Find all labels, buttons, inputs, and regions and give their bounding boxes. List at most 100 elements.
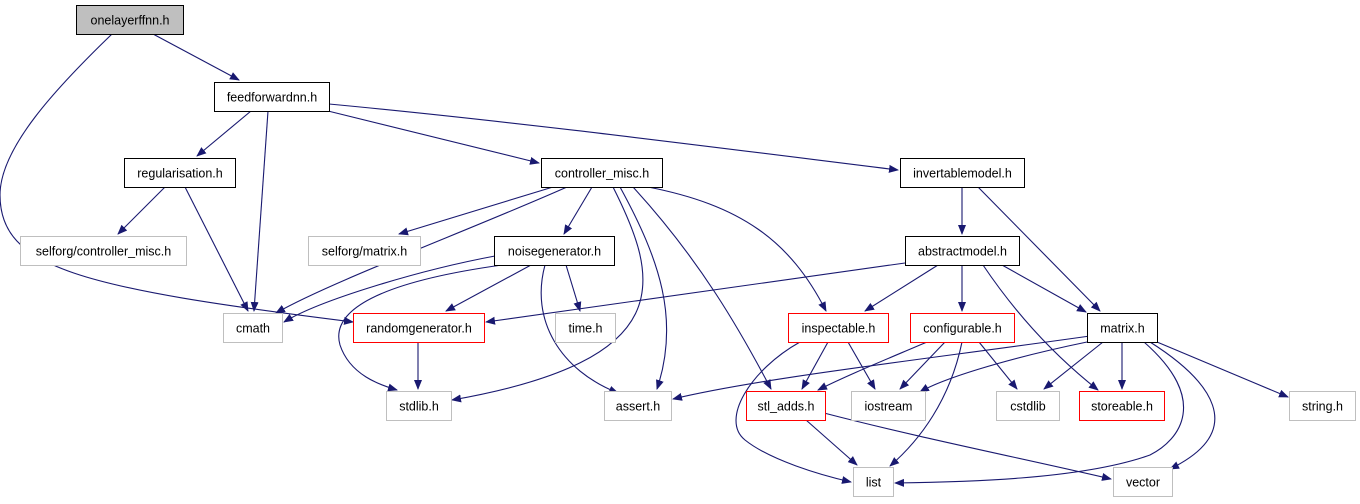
node-controller_misc[interactable]: controller_misc.h — [541, 158, 663, 188]
node-box-controller_misc — [541, 158, 663, 188]
node-label-inspectable: inspectable.h — [802, 322, 876, 336]
dependency-edge-controller_misc-to-noisegenerator — [563, 186, 593, 235]
node-time: time.h — [555, 313, 616, 343]
dependency-edge-abstractmodel-to-randomgenerator — [485, 262, 906, 325]
node-label-onelayerffnn: onelayerffnn.h — [91, 14, 170, 28]
node-label-time: time.h — [568, 322, 602, 336]
node-box-assert — [604, 391, 672, 421]
dependency-edge-inspectable-to-list — [735, 341, 852, 484]
node-selforg_controller_misc: selforg/controller_misc.h — [20, 236, 187, 266]
node-label-randomgenerator: randomgenerator.h — [366, 322, 472, 336]
node-abstractmodel[interactable]: abstractmodel.h — [905, 236, 1020, 266]
node-box-time — [555, 313, 616, 343]
node-box-feedforwardnn — [214, 82, 330, 112]
dependency-edge-controller_misc-to-selforg_matrix — [398, 186, 554, 236]
dependency-edge-inspectable-to-stl_adds — [801, 341, 829, 390]
node-regularisation[interactable]: regularisation.h — [124, 158, 236, 188]
dependency-edge-feedforwardnn-to-invertablemodel — [328, 103, 899, 173]
dependency-edge-feedforwardnn-to-cmath — [250, 110, 269, 312]
node-vector: vector — [1113, 467, 1173, 497]
node-box-storeable — [1079, 391, 1165, 421]
node-iostream: iostream — [851, 391, 926, 421]
node-onelayerffnn[interactable]: onelayerffnn.h — [76, 5, 184, 35]
node-feedforwardnn[interactable]: feedforwardnn.h — [214, 82, 330, 112]
dependency-edge-matrix-to-iostream — [919, 341, 1088, 393]
node-box-list — [853, 467, 894, 497]
node-noisegenerator[interactable]: noisegenerator.h — [494, 236, 615, 266]
node-label-noisegenerator: noisegenerator.h — [508, 245, 601, 259]
node-box-stl_adds — [746, 391, 826, 421]
node-label-regularisation: regularisation.h — [137, 167, 223, 181]
dependency-edge-matrix-to-cstdlib — [1043, 341, 1104, 390]
node-box-selforg_matrix — [308, 236, 421, 266]
node-box-onelayerffnn — [76, 5, 184, 35]
dependency-edge-regularisation-to-selforg_controller_misc — [117, 186, 166, 235]
node-label-stl_adds: stl_adds.h — [758, 400, 815, 414]
node-label-selforg_controller_misc: selforg/controller_misc.h — [36, 245, 172, 259]
dependency-edge-abstractmodel-to-storeable — [982, 264, 1099, 391]
node-label-matrix: matrix.h — [1100, 322, 1145, 336]
dependency-edge-controller_misc-to-stl_adds — [632, 186, 772, 390]
dependency-edge-controller_misc-to-inspectable — [647, 186, 827, 312]
node-label-stdlib: stdlib.h — [399, 400, 439, 414]
dependency-edge-inspectable-to-iostream — [847, 341, 876, 390]
dependency-edge-abstractmodel-to-inspectable — [864, 264, 939, 312]
node-box-noisegenerator — [494, 236, 615, 266]
node-box-abstractmodel — [905, 236, 1020, 266]
node-box-cstdlib — [996, 391, 1060, 421]
node-cmath: cmath — [223, 313, 283, 343]
dependency-edge-matrix-to-vector — [1149, 341, 1216, 470]
dependency-edge-matrix-to-list — [894, 341, 1185, 487]
node-label-abstractmodel: abstractmodel.h — [918, 245, 1007, 259]
dependency-edge-feedforwardnn-to-regularisation — [196, 110, 252, 157]
node-randomgenerator[interactable]: randomgenerator.h — [353, 313, 485, 343]
dependency-edge-matrix-to-string — [1156, 341, 1289, 398]
node-label-storeable: storeable.h — [1091, 400, 1153, 414]
dependency-edge-stl_adds-to-list — [805, 419, 858, 466]
node-label-cmath: cmath — [236, 322, 270, 336]
node-box-vector — [1113, 467, 1173, 497]
node-label-controller_misc: controller_misc.h — [555, 167, 650, 181]
node-label-list: list — [866, 476, 882, 490]
node-matrix[interactable]: matrix.h — [1087, 313, 1158, 343]
dependency-edge-configurable-to-iostream — [899, 341, 946, 390]
node-label-configurable: configurable.h — [923, 322, 1002, 336]
node-box-randomgenerator — [353, 313, 485, 343]
dependency-edge-abstractmodel-to-matrix — [1001, 264, 1087, 313]
node-box-cmath — [223, 313, 283, 343]
node-label-string: string.h — [1302, 400, 1343, 414]
node-selforg_matrix: selforg/matrix.h — [308, 236, 421, 266]
node-invertablemodel[interactable]: invertablemodel.h — [900, 158, 1025, 188]
node-box-string — [1289, 391, 1356, 421]
node-label-vector: vector — [1126, 476, 1160, 490]
dependency-edge-noisegenerator-to-cmath — [283, 255, 496, 323]
node-box-configurable — [910, 313, 1015, 343]
dependency-edge-configurable-to-stl_adds — [817, 341, 928, 391]
node-assert: assert.h — [604, 391, 672, 421]
dependency-edge-feedforwardnn-to-controller_misc — [327, 110, 540, 165]
node-configurable[interactable]: configurable.h — [910, 313, 1015, 343]
dependency-edge-controller_misc-to-assert — [619, 186, 668, 390]
dependency-edge-noisegenerator-to-time — [565, 264, 582, 312]
dependency-edge-onelayerffnn-to-randomgenerator — [0, 33, 354, 325]
node-inspectable[interactable]: inspectable.h — [788, 313, 889, 343]
dependency-edge-invertablemodel-to-matrix — [977, 186, 1101, 312]
node-box-stdlib — [386, 391, 452, 421]
dependency-edge-stl_adds-to-vector — [823, 412, 1112, 481]
dependency-edge-regularisation-to-cmath — [184, 186, 249, 312]
node-box-inspectable — [788, 313, 889, 343]
node-box-matrix — [1087, 313, 1158, 343]
node-storeable[interactable]: storeable.h — [1079, 391, 1165, 421]
dependency-edge-noisegenerator-to-assert — [540, 264, 619, 394]
dependency-edge-configurable-to-list — [889, 341, 963, 467]
dependency-edge-controller_misc-to-stdlib — [451, 186, 644, 403]
node-label-iostream: iostream — [865, 400, 913, 414]
node-cstdlib: cstdlib — [996, 391, 1060, 421]
node-string: string.h — [1289, 391, 1356, 421]
node-stl_adds[interactable]: stl_adds.h — [746, 391, 826, 421]
node-box-iostream — [851, 391, 926, 421]
node-label-invertablemodel: invertablemodel.h — [913, 167, 1012, 181]
node-box-invertablemodel — [900, 158, 1025, 188]
node-label-feedforwardnn: feedforwardnn.h — [227, 91, 317, 105]
